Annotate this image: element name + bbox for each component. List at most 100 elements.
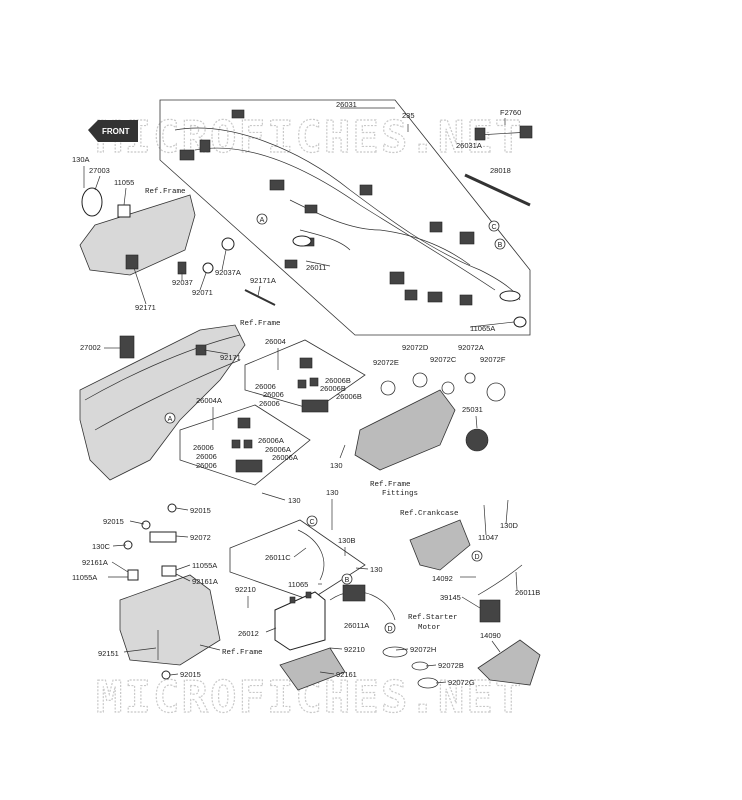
callout-a-1: A — [256, 213, 268, 225]
part-label: 26012 — [238, 629, 259, 638]
callout-b-2: B — [341, 573, 353, 585]
part-label: 26011A — [344, 621, 369, 630]
svg-text:D: D — [474, 554, 479, 561]
part-label: 26006 — [263, 390, 284, 399]
part-label: 92171 — [220, 353, 241, 362]
part-label: 26011C — [265, 553, 291, 562]
crankcase-ref — [409, 519, 471, 571]
callout-d-1: D — [471, 550, 483, 562]
part-label: 26006 — [196, 461, 217, 470]
callout-c-1: C — [488, 220, 500, 232]
part-label: 26006 — [193, 443, 214, 452]
part-label: 14090 — [480, 631, 501, 640]
part-label: 92072C — [430, 355, 457, 364]
part-label: 26006B — [320, 384, 346, 393]
part-label: 14092 — [432, 574, 453, 583]
svg-text:B: B — [498, 242, 503, 249]
part-label: 92072A — [458, 343, 484, 352]
part-label: 92210 — [344, 645, 365, 654]
part-label: 92171A — [250, 276, 276, 285]
part-label: 92071 — [192, 288, 213, 297]
sub-harness-26031a — [474, 125, 533, 141]
frame-lower-left — [119, 503, 221, 680]
part-label: 26006B — [336, 392, 362, 401]
part-label: 11065 — [288, 580, 308, 589]
main-wiring-harness — [174, 109, 527, 328]
part-label: 92072E — [373, 358, 399, 367]
part-label: 92015 — [190, 506, 211, 515]
part-label: 11055 — [114, 178, 134, 187]
part-label: 92161 — [336, 670, 357, 679]
part-label: 27002 — [80, 343, 101, 352]
part-label: 92037A — [215, 268, 241, 277]
part-label: 92161A — [82, 558, 108, 567]
part-label: 130A — [72, 155, 90, 164]
part-label: 92072G — [448, 678, 475, 687]
part-label: 39145 — [440, 593, 461, 602]
frame-upper-left — [79, 187, 196, 276]
relay-set-26004 — [297, 357, 329, 413]
part-label: 92072 — [190, 533, 211, 542]
part-label: 92072D — [402, 343, 429, 352]
battery-26012 — [274, 591, 326, 651]
part-label: Motor — [418, 624, 441, 632]
part-label: 26006A — [258, 436, 284, 445]
watermark-top: MICROFICHES.NET — [96, 112, 523, 163]
part-label: 130 — [330, 461, 343, 470]
clip-92037a — [221, 237, 235, 251]
part-labels: 26031 235 F2760 26031A 28018 130A 27003 … — [72, 100, 540, 687]
part-label: 235 — [402, 111, 415, 120]
part-label: 130 — [370, 565, 383, 574]
part-label: 92151 — [98, 649, 119, 658]
battery-pad-92161 — [279, 647, 346, 691]
part-label: Fittings — [382, 490, 418, 498]
part-label: F2760 — [500, 108, 521, 117]
part-label: 11055A — [72, 573, 97, 582]
part-label: 92072H — [410, 645, 436, 654]
front-arrow-icon: FRONT — [88, 120, 138, 142]
svg-text:D: D — [387, 626, 392, 633]
part-label: Ref.Frame — [370, 481, 411, 489]
ring-92072b — [411, 661, 429, 671]
ring-92072h — [382, 646, 408, 658]
wire-28018 — [464, 173, 531, 207]
svg-text:C: C — [309, 519, 314, 526]
callout-a-2: A — [164, 412, 176, 424]
svg-text:A: A — [168, 416, 173, 423]
part-label: 130 — [326, 488, 339, 497]
part-label: 92015 — [103, 517, 124, 526]
part-label: 130C — [92, 542, 111, 551]
grommet-92071 — [202, 262, 214, 274]
relay-box-26004a — [179, 404, 311, 486]
part-label: 26004 — [265, 337, 286, 346]
part-label: 11065A — [470, 324, 495, 333]
part-label: 26006 — [255, 382, 276, 391]
part-label: 11055A — [192, 561, 217, 570]
relay-box-26004 — [244, 339, 366, 411]
part-label: Ref.Frame — [145, 188, 186, 196]
leader-lines — [83, 124, 518, 684]
part-label: 28018 — [490, 166, 511, 175]
part-label: 92161A — [192, 577, 218, 586]
relay-set-26004a — [231, 417, 263, 473]
part-label: 92015 — [180, 670, 201, 679]
cover-14090 — [477, 639, 541, 686]
frame-main-left — [79, 324, 246, 481]
part-label: Ref.Frame — [240, 320, 281, 328]
harness-group-box — [159, 99, 531, 336]
band-92171a — [244, 289, 276, 306]
cap-25031 — [465, 428, 489, 452]
part-label: 92072B — [438, 661, 464, 670]
part-label: 26031A — [456, 141, 482, 150]
part-label: 26006A — [265, 445, 291, 454]
part-label: 26004A — [196, 396, 222, 405]
part-label: 11047 — [478, 533, 498, 542]
svg-text:A: A — [260, 217, 265, 224]
part-label: 92171 — [135, 303, 156, 312]
svg-text:B: B — [345, 577, 350, 584]
part-label: 26006 — [259, 399, 280, 408]
part-label: 27003 — [89, 166, 110, 175]
part-label: 26006B — [325, 376, 351, 385]
part-label: Ref.Frame — [222, 649, 263, 657]
